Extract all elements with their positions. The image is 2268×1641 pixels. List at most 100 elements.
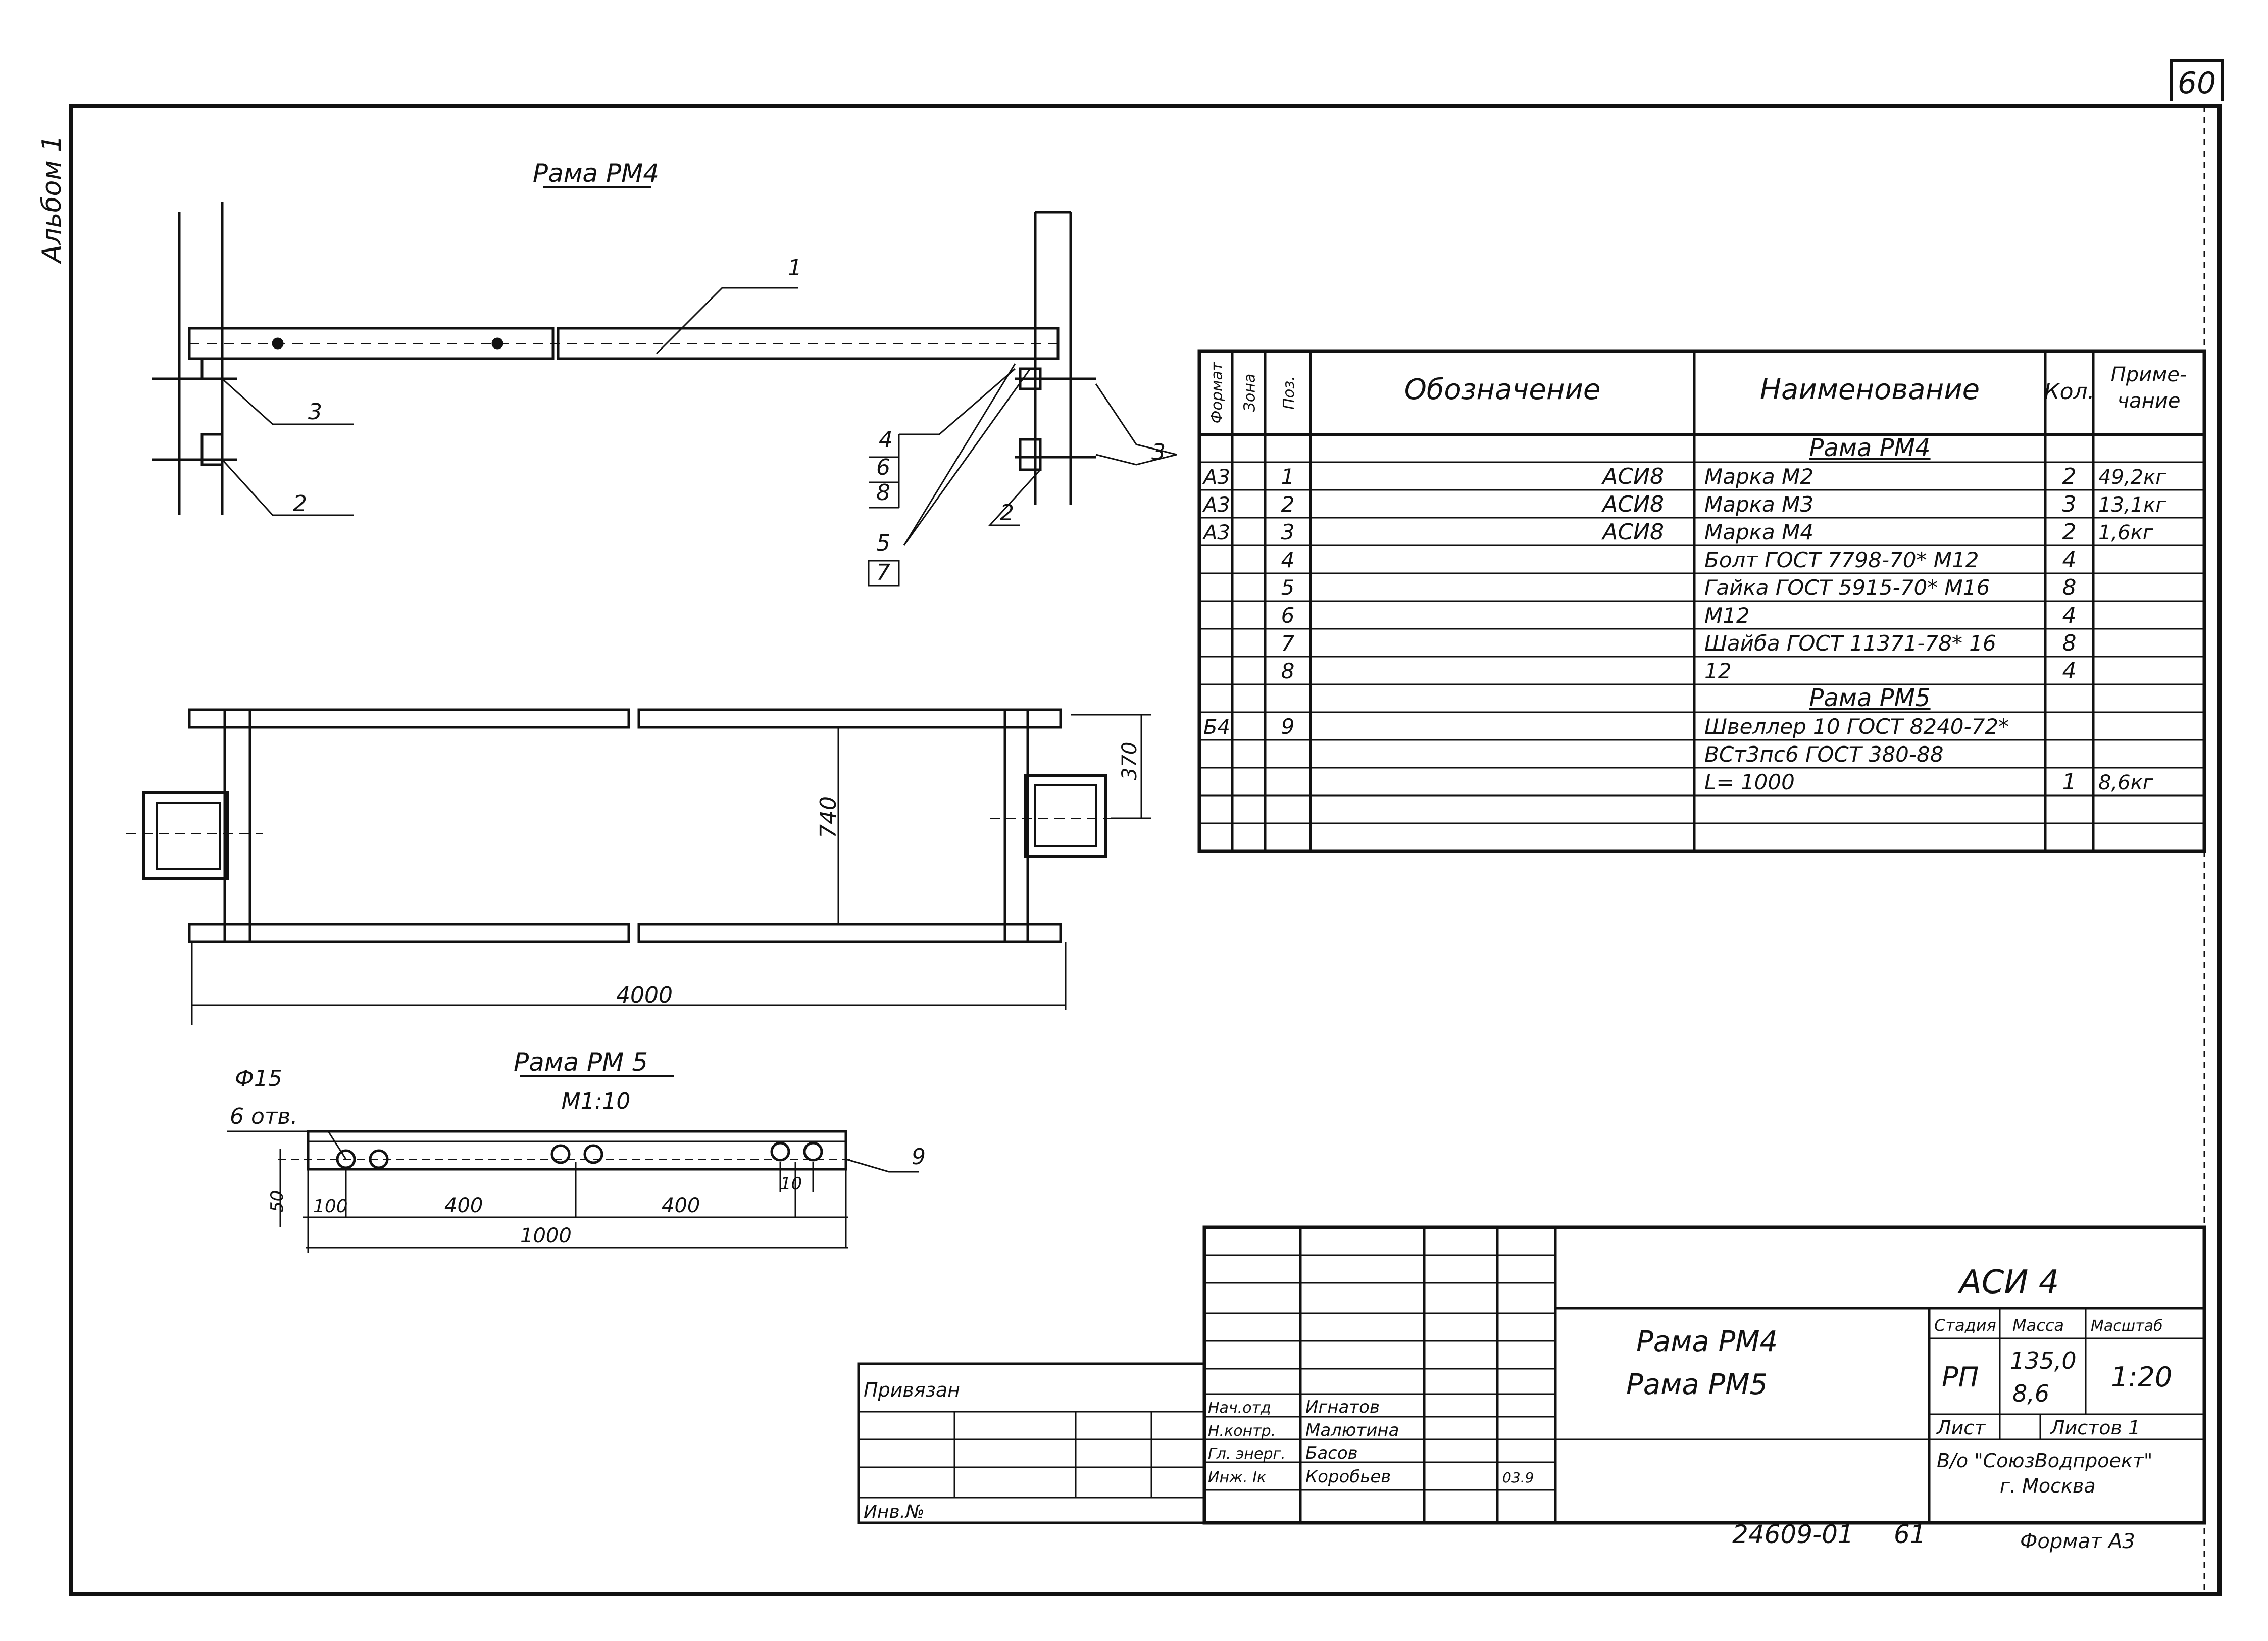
dim-plan-length: 4000 [616, 982, 673, 1008]
spec-row: Рама РМ5 [1809, 684, 1930, 712]
spec-cell-designation: АСИ8 [1601, 464, 1664, 489]
frame-rm4-title: Рама РМ4 [533, 159, 659, 188]
frame-rm5-scale: М1:10 [562, 1088, 631, 1114]
spec-cell-qty: 3 [2062, 491, 2077, 517]
spec-cell-qty: 1 [2062, 769, 2077, 795]
spec-row: Рама РМ4 [1809, 434, 1930, 462]
spec-cell-note: 8,6кг [2098, 771, 2154, 794]
spec-cell-qty: 8 [2062, 630, 2077, 656]
album-label: Альбом 1 [37, 135, 67, 264]
spec-header-qty: Кол. [2044, 379, 2094, 405]
spec-cell-note: 1,6кг [2098, 521, 2154, 544]
callout-2-left: 2 [293, 491, 307, 517]
staff-name: Басов [1305, 1443, 1358, 1463]
callout-1: 1 [788, 255, 802, 281]
spec-cell-format: А3 [1202, 493, 1230, 517]
callout-7: 7 [876, 560, 890, 585]
staff-name: Малютина [1305, 1420, 1399, 1440]
dim-100: 100 [313, 1196, 348, 1217]
spec-cell-note: 49,2кг [2098, 466, 2166, 489]
archive-number: 24609-01 [1732, 1520, 1854, 1549]
spec-cell-pos: 8 [1281, 659, 1295, 683]
staff-role: Гл. энерг. [1208, 1445, 1286, 1463]
mass-value-1: 135,0 [2010, 1347, 2077, 1374]
spec-cell-pos: 6 [1281, 603, 1295, 628]
drawing-title-2: Рама РМ5 [1626, 1368, 1768, 1401]
callout-5: 5 [876, 530, 890, 556]
staff-row: Инж. Iк Коробьев 03.9 [1208, 1467, 1534, 1487]
sheet-number: 60 [2178, 66, 2216, 101]
spec-cell-pos: 5 [1281, 575, 1295, 600]
dim-1000: 1000 [520, 1224, 572, 1248]
sheet-label: Лист [1936, 1417, 1986, 1439]
callout-4: 4 [879, 427, 893, 453]
callout-6: 6 [876, 455, 890, 480]
dim-hole-dia: Ф15 [235, 1066, 282, 1091]
org-line-1: В/о "СоюзВодпроект" [1937, 1450, 2152, 1472]
spec-cell-name: Гайка ГОСТ 5915-70* М16 [1704, 575, 1990, 600]
scale-value: 1:20 [2111, 1361, 2172, 1393]
dim-400a: 400 [444, 1194, 483, 1217]
spec-cell-name: М12 [1704, 603, 1750, 628]
spec-cell-designation: АСИ8 [1601, 491, 1664, 517]
dim-plan-offset: 370 [1118, 742, 1141, 780]
archive-sheet: 61 [1894, 1520, 1926, 1549]
staff-role: Нач.отд [1208, 1399, 1271, 1417]
spec-cell-pos: 9 [1281, 714, 1295, 739]
spec-header-zone: Зона [1241, 374, 1259, 412]
sheets-label: Листов 1 [2049, 1417, 2140, 1439]
inv-no-label: Инв.№ [864, 1502, 925, 1522]
mass-value-2: 8,6 [2012, 1380, 2049, 1407]
staff-row: Н.контр.Малютина [1208, 1420, 1399, 1440]
staff-name: Коробьев [1305, 1467, 1391, 1487]
staff-name: Игнатов [1305, 1397, 1380, 1417]
spec-cell-name: Швеллер 10 ГОСТ 8240-72* [1704, 714, 2009, 739]
frame-rm4-plan [126, 708, 1151, 1025]
format-label: Формат А3 [2020, 1530, 2135, 1553]
privyazan-label: Привязан [864, 1379, 960, 1401]
spec-section-title: Рама РМ4 [1809, 434, 1930, 462]
spec-header-note: Приме- [2111, 363, 2187, 386]
stage-value: РП [1942, 1361, 1979, 1393]
spec-section-title: Рама РМ5 [1809, 684, 1930, 712]
staff-row: Нач.отд Игнатов [1208, 1397, 1380, 1417]
spec-row: 6 4 М12 [1281, 603, 2077, 628]
spec-cell-name: L= 1000 [1704, 770, 1795, 794]
spec-header-name: Наименование [1760, 373, 1980, 406]
spec-cell-qty: 2 [2062, 519, 2077, 545]
frame-rm5-view: Рама РМ 5 М1:10 [227, 1048, 919, 1253]
spec-row: ВСт3пс6 ГОСТ 380-88 [1704, 742, 1944, 767]
spec-cell-qty: 4 [2062, 603, 2077, 628]
spec-cell-pos: 2 [1281, 492, 1295, 517]
spec-cell-qty: 2 [2062, 464, 2077, 489]
spec-cell-qty: 8 [2062, 575, 2077, 601]
spec-row: 1 8,6кг L= 1000 [1704, 769, 2154, 795]
spec-cell-name: ВСт3пс6 ГОСТ 380-88 [1704, 742, 1944, 767]
dim-400b: 400 [662, 1194, 700, 1217]
staff-date: 03.9 [1502, 1469, 1534, 1486]
spec-header-note: чание [2118, 389, 2181, 413]
stage-label: Стадия [1934, 1316, 1996, 1335]
spec-header-format: Формат [1208, 361, 1226, 423]
callout-3-left: 3 [308, 399, 322, 425]
spec-header-designation: Обозначение [1404, 373, 1601, 406]
spec-cell-designation: АСИ8 [1601, 519, 1664, 545]
spec-cell-format: Б4 [1203, 716, 1230, 739]
scale-label: Масштаб [2091, 1317, 2163, 1335]
frame-rm4-elevation: Рама РМ4 [152, 159, 1177, 587]
dim-50: 50 [267, 1190, 287, 1212]
spec-row: 5 8 Гайка ГОСТ 5915-70* М16 [1281, 575, 2077, 601]
dim-10: 10 [780, 1174, 802, 1194]
org-line-2: г. Москва [2000, 1475, 2096, 1497]
staff-role: Инж. Iк [1208, 1469, 1266, 1486]
drawing-title-1: Рама РМ4 [1636, 1325, 1778, 1358]
callout-9: 9 [912, 1144, 926, 1170]
callout-8: 8 [876, 480, 890, 506]
spec-cell-name: Марка М4 [1704, 520, 1813, 544]
